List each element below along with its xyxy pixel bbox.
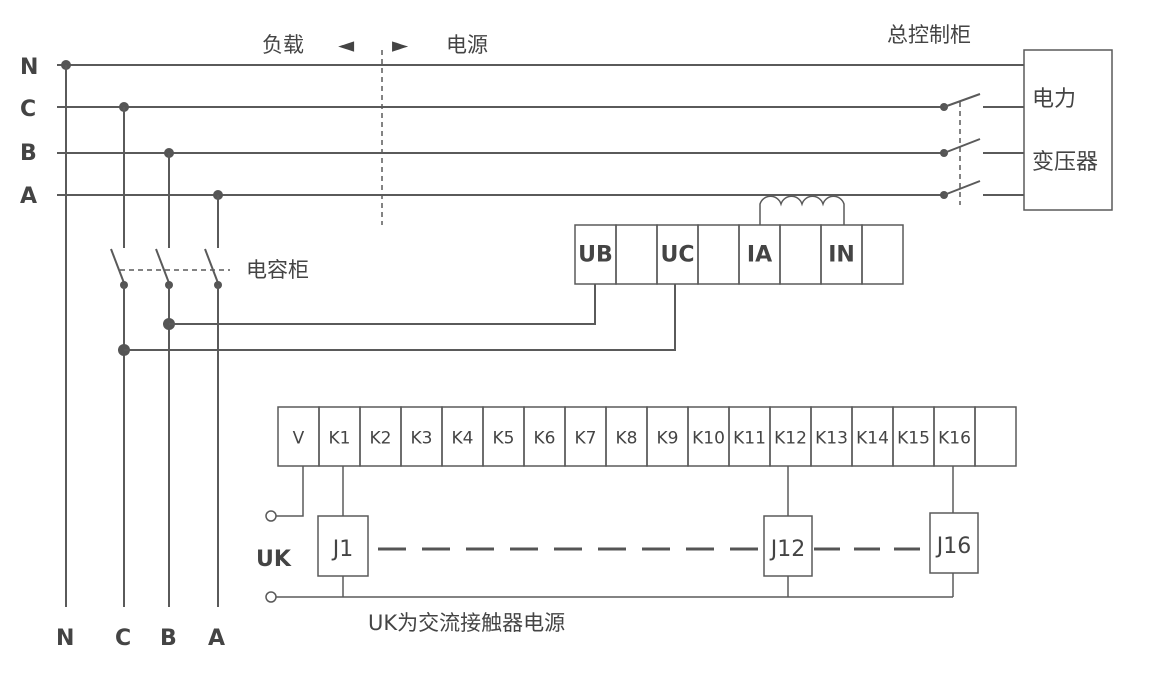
lower-terminal-block: V K1 K2 K3 K4 K5 K6 K7 K8 K9 K10 K11 K12 K13 K14 K15 K16 xyxy=(277,406,1017,467)
terminal-cell xyxy=(697,224,740,285)
svg-text:J1: J1 xyxy=(331,537,354,562)
terminal-label: K16 xyxy=(938,429,971,449)
bottom-label-n: N xyxy=(56,626,74,651)
terminal-label: K3 xyxy=(411,429,433,449)
terminal-label: IN xyxy=(828,243,855,268)
capacitor-cabinet-label: 电容柜 xyxy=(246,258,309,282)
terminal-label: K8 xyxy=(616,429,638,449)
terminal-label: IA xyxy=(747,243,772,268)
wire-ub xyxy=(169,284,596,325)
terminal-cell xyxy=(779,224,822,285)
terminal-label: K12 xyxy=(774,429,807,449)
uk-note: UK为交流接触器电源 xyxy=(368,611,565,635)
capacitor-switch xyxy=(110,248,230,289)
arrow-left-icon: ◄ xyxy=(338,33,355,57)
current-transformer-coil xyxy=(759,195,845,225)
bottom-label-a: A xyxy=(208,626,225,651)
contactor-j12 xyxy=(763,515,813,577)
terminal-label: K6 xyxy=(534,429,556,449)
terminal-label: UB xyxy=(578,243,613,268)
phase-label-n: N xyxy=(20,55,38,80)
transformer-box xyxy=(1023,49,1113,211)
arrow-right-icon: ► xyxy=(392,33,409,57)
terminal-label: K7 xyxy=(575,429,597,449)
terminal-cell xyxy=(615,224,658,285)
terminal-label: K15 xyxy=(897,429,930,449)
terminal-cell xyxy=(861,224,904,285)
uk-terminal-bottom xyxy=(265,591,277,603)
terminal-label: K11 xyxy=(733,429,766,449)
terminal-label: K1 xyxy=(329,429,351,449)
source-label: 电源 xyxy=(446,33,488,57)
terminal-label: K5 xyxy=(493,429,515,449)
contactor-j1 xyxy=(317,515,369,577)
bottom-label-b: B xyxy=(160,626,177,651)
terminal-label: UC xyxy=(660,243,694,268)
wire-v xyxy=(276,466,304,517)
terminal-label: K4 xyxy=(452,429,474,449)
phase-label-a: A xyxy=(20,184,37,209)
terminal-label: K14 xyxy=(856,429,889,449)
phase-label-b: B xyxy=(20,141,37,166)
bottom-label-c: C xyxy=(115,626,131,651)
transformer-label-1: 电力 xyxy=(1032,87,1076,112)
phase-label-c: C xyxy=(20,97,36,122)
terminal-label: K13 xyxy=(815,429,848,449)
uk-label: UK xyxy=(256,547,292,572)
terminal-label: K10 xyxy=(692,429,725,449)
contactor-j16 xyxy=(929,512,979,574)
main-breaker xyxy=(940,93,981,205)
svg-text:J16: J16 xyxy=(935,534,971,559)
terminal-label: V xyxy=(293,429,305,449)
upper-terminal-block: UB UC IA IN xyxy=(574,224,904,285)
terminal-cell xyxy=(974,406,1017,467)
terminal-label: K9 xyxy=(657,429,679,449)
load-label: 负载 xyxy=(262,33,304,57)
terminal-label: K2 xyxy=(370,429,392,449)
wire-uc xyxy=(124,284,676,351)
uk-terminal-top xyxy=(265,510,277,522)
transformer-label-2: 变压器 xyxy=(1032,150,1098,175)
main-cabinet-label: 总控制柜 xyxy=(887,23,971,47)
svg-text:J12: J12 xyxy=(769,537,805,562)
